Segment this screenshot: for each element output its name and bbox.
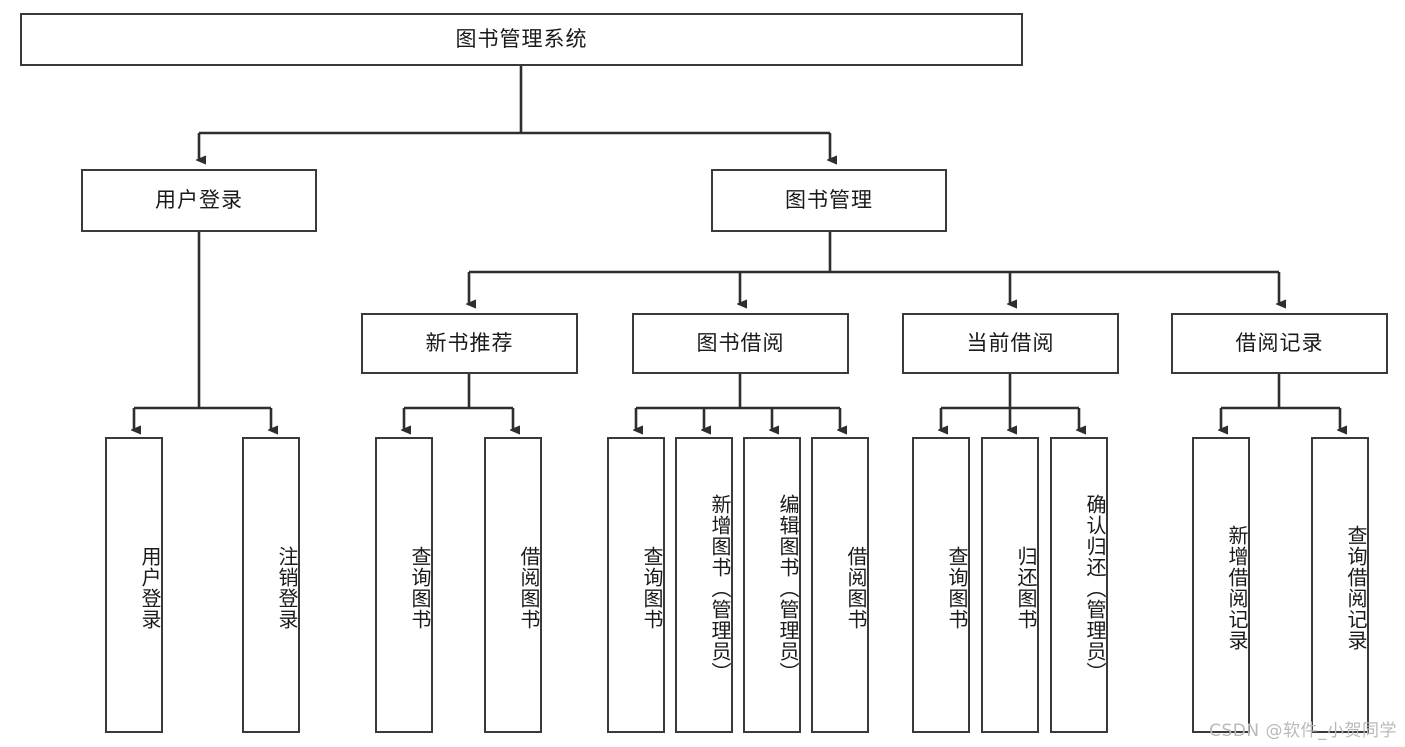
leaf-current-borrow-return[interactable]: 归还图书 <box>981 437 1039 733</box>
leaf-borrow-record-add[interactable]: 新增借阅记录 <box>1192 437 1250 733</box>
node-user-login[interactable]: 用户登录 <box>81 169 317 232</box>
node-label: 注销登录 <box>275 546 299 630</box>
node-label: 确认归还（管理员） <box>1083 493 1107 683</box>
node-label: 图书管理 <box>785 187 873 212</box>
node-root-system[interactable]: 图书管理系统 <box>20 13 1023 66</box>
node-label: 新增图书（管理员） <box>708 493 732 683</box>
leaf-current-borrow-query[interactable]: 查询图书 <box>912 437 970 733</box>
node-label: 查询图书 <box>408 546 432 630</box>
node-label: 新书推荐 <box>425 330 514 355</box>
leaf-new-book-query[interactable]: 查询图书 <box>375 437 433 733</box>
leaf-user-login-signin[interactable]: 用户登录 <box>105 437 163 733</box>
node-label: 查询图书 <box>945 546 969 630</box>
node-label: 归还图书 <box>1014 546 1038 630</box>
leaf-book-borrow-lend[interactable]: 借阅图书 <box>811 437 869 733</box>
node-label: 图书借阅 <box>696 330 785 355</box>
watermark-text: CSDN @软件_小贺同学 <box>1209 721 1397 741</box>
leaf-borrow-record-query[interactable]: 查询借阅记录 <box>1311 437 1369 733</box>
leaf-current-borrow-confirm[interactable]: 确认归还（管理员） <box>1050 437 1108 733</box>
node-borrow-record[interactable]: 借阅记录 <box>1171 313 1388 374</box>
leaf-user-login-signout[interactable]: 注销登录 <box>242 437 300 733</box>
node-book-management[interactable]: 图书管理 <box>711 169 947 232</box>
node-label: 当前借阅 <box>966 330 1055 355</box>
node-book-borrow[interactable]: 图书借阅 <box>632 313 849 374</box>
node-label: 新增借阅记录 <box>1225 525 1249 651</box>
node-current-borrow[interactable]: 当前借阅 <box>902 313 1119 374</box>
leaf-new-book-borrow[interactable]: 借阅图书 <box>484 437 542 733</box>
node-label: 用户登录 <box>155 187 243 212</box>
leaf-book-borrow-add[interactable]: 新增图书（管理员） <box>675 437 733 733</box>
leaf-book-borrow-edit[interactable]: 编辑图书（管理员） <box>743 437 801 733</box>
node-label: 查询借阅记录 <box>1344 525 1368 651</box>
node-label: 借阅图书 <box>517 546 541 630</box>
node-label: 编辑图书（管理员） <box>776 493 800 683</box>
node-label: 图书管理系统 <box>455 26 588 51</box>
node-label: 用户登录 <box>138 546 162 630</box>
node-new-book-recommend[interactable]: 新书推荐 <box>361 313 578 374</box>
node-label: 借阅记录 <box>1235 330 1324 355</box>
node-label: 查询图书 <box>640 546 664 630</box>
leaf-book-borrow-query[interactable]: 查询图书 <box>607 437 665 733</box>
node-label: 借阅图书 <box>844 546 868 630</box>
